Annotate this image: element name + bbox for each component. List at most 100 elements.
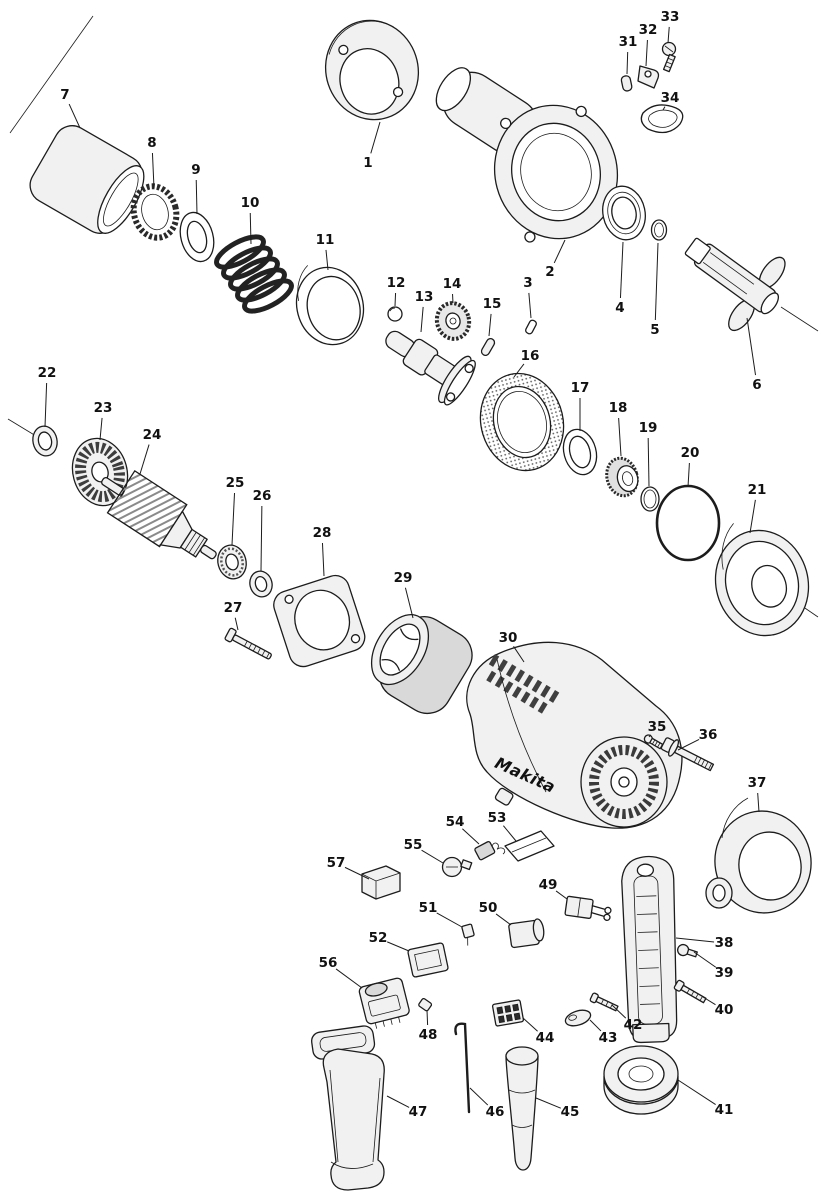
part-label-31: 31 <box>619 34 638 50</box>
part-46-shape <box>454 1022 471 1114</box>
part-45-shape <box>505 1046 539 1171</box>
part-label-52: 52 <box>369 930 388 946</box>
leader-line-33 <box>667 26 670 44</box>
part-label-23: 23 <box>94 400 113 416</box>
part-label-20: 20 <box>681 445 700 461</box>
part-label-34: 34 <box>661 90 680 106</box>
part-label-57: 57 <box>327 855 346 871</box>
part-label-35: 35 <box>648 719 667 735</box>
leader-line-48 <box>426 1009 429 1026</box>
part-53-shape <box>504 830 555 862</box>
part-label-46: 46 <box>486 1104 505 1120</box>
part-14-shape <box>434 301 472 341</box>
part-label-27: 27 <box>224 600 243 616</box>
part-labels: 1234567891011121314151617181920212223242… <box>38 9 767 1120</box>
part-label-15: 15 <box>483 296 502 312</box>
part-label-18: 18 <box>609 400 628 416</box>
part-5-shape <box>650 219 668 241</box>
leader-line-32 <box>645 39 648 67</box>
part-37-shape <box>705 797 812 914</box>
leader-line-50 <box>495 913 512 926</box>
leader-line-24 <box>139 444 150 475</box>
part-label-3: 3 <box>523 275 532 291</box>
leader-line-34 <box>662 106 666 111</box>
part-41-shape <box>603 1045 679 1115</box>
leader-line-46 <box>469 1087 489 1106</box>
leader-line-44 <box>522 1017 538 1032</box>
part-18-shape <box>605 456 639 498</box>
part-17-shape <box>562 428 598 476</box>
part-label-2: 2 <box>545 264 554 280</box>
leader-line-21 <box>749 499 756 534</box>
part-43-shape <box>564 1009 592 1027</box>
part-label-6: 6 <box>752 377 761 393</box>
leader-line-36 <box>677 739 700 751</box>
leader-line-22 <box>44 382 48 428</box>
leader-line-2 <box>553 239 566 264</box>
leader-line-1 <box>370 121 381 154</box>
part-1-shape <box>324 19 420 121</box>
part-label-22: 22 <box>38 365 57 381</box>
part-22-shape <box>32 425 58 457</box>
leader-line-23 <box>99 417 103 441</box>
leader-line-41 <box>677 1079 716 1105</box>
part-label-32: 32 <box>639 22 658 38</box>
part-33-shape <box>661 41 677 73</box>
part-label-17: 17 <box>571 380 590 396</box>
leader-line-6 <box>746 317 757 376</box>
part-label-11: 11 <box>316 232 335 248</box>
leader-line-3 <box>528 292 532 319</box>
leader-line-8 <box>151 152 155 189</box>
part-label-29: 29 <box>394 570 413 586</box>
part-31-shape <box>620 75 633 92</box>
leader-line-20 <box>687 462 690 488</box>
leader-line-27 <box>234 617 239 631</box>
part-15-shape <box>480 338 496 356</box>
part-12-shape <box>387 306 403 322</box>
part-label-44: 44 <box>536 1030 555 1046</box>
part-label-47: 47 <box>409 1104 428 1120</box>
leader-line-26 <box>260 505 263 572</box>
part-label-51: 51 <box>419 900 438 916</box>
part-9-shape <box>179 211 215 263</box>
part-label-37: 37 <box>748 775 767 791</box>
part-50-shape <box>508 918 545 949</box>
part-label-12: 12 <box>387 275 406 291</box>
part-55-shape <box>441 856 473 878</box>
leader-line-47 <box>386 1095 410 1108</box>
leader-line-43 <box>589 1019 602 1032</box>
leader-line-19 <box>647 437 650 487</box>
part-2-shape <box>435 67 619 243</box>
part-label-42: 42 <box>624 1017 643 1033</box>
part-7-shape <box>29 125 145 234</box>
part-28-shape <box>273 574 366 668</box>
part-19-shape <box>640 486 660 512</box>
part-36-shape <box>660 737 715 772</box>
part-38-shape <box>621 855 678 1044</box>
part-label-41: 41 <box>715 1102 734 1118</box>
part-label-43: 43 <box>599 1030 618 1046</box>
part-label-25: 25 <box>226 475 245 491</box>
leader-line-39 <box>693 951 717 968</box>
part-label-9: 9 <box>191 162 200 178</box>
part-44-shape <box>491 999 525 1027</box>
leader-line-38 <box>675 937 715 943</box>
leader-line-55 <box>421 849 444 864</box>
leader-line-37 <box>757 792 760 813</box>
part-label-5: 5 <box>650 322 659 338</box>
part-47-shape <box>311 1025 385 1191</box>
part-label-30: 30 <box>499 630 518 646</box>
part-20-shape <box>655 484 721 562</box>
part-label-53: 53 <box>488 810 507 826</box>
part-49-shape <box>564 895 612 921</box>
part-24-shape <box>101 469 217 560</box>
part-4-shape <box>602 185 646 241</box>
part-label-24: 24 <box>143 427 162 443</box>
leader-line-10 <box>249 212 252 245</box>
part-11-shape <box>295 265 365 346</box>
part-label-48: 48 <box>419 1027 438 1043</box>
part-56-shape <box>358 977 410 1029</box>
leader-line-25 <box>231 492 236 546</box>
